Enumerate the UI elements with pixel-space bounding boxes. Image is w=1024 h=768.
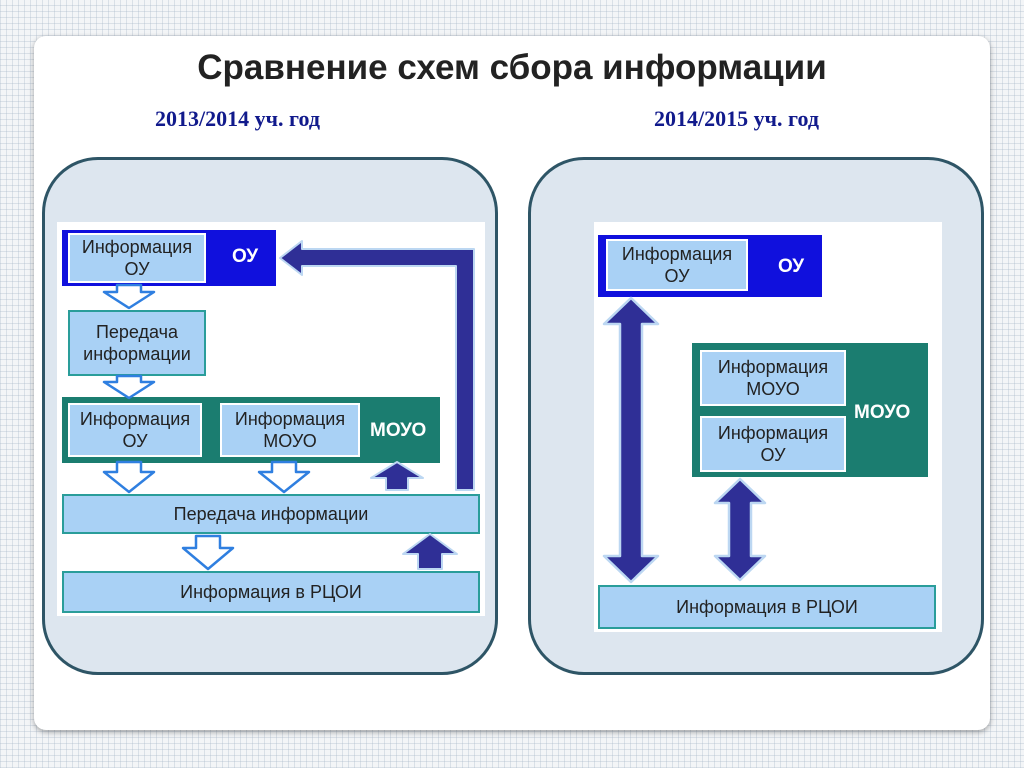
slide-title: Сравнение схем сбора информации (197, 48, 827, 87)
left-transfer-small-box: Передача информации (68, 310, 206, 376)
left-arrow-down-3 (102, 460, 156, 494)
right-year-label: 2014/2015 уч. год (654, 106, 819, 131)
left-transfer-wide-box: Передача информации (62, 494, 480, 534)
left-mouo-info-box: Информация МОУО (220, 403, 360, 457)
left-arrow-down-2 (102, 374, 156, 400)
left-arrow-down-5 (181, 534, 235, 571)
left-arrow-up-2 (402, 533, 458, 570)
left-mouo-ou-info-box: Информация ОУ (68, 403, 202, 457)
right-double-arrow-short (713, 477, 767, 582)
left-mouo-label: МОУО (370, 420, 427, 441)
left-feedback-arrow (279, 240, 475, 491)
right-ou-info-box: Информация ОУ (606, 239, 748, 291)
left-year-label: 2013/2014 уч. год (155, 106, 320, 131)
left-ou-info-box: Информация ОУ (68, 233, 206, 283)
right-rcoi-box: Информация в РЦОИ (598, 585, 936, 629)
left-arrow-down-1 (102, 283, 156, 310)
right-mouo-label: МОУО (854, 402, 911, 423)
right-double-arrow-long (602, 296, 660, 584)
right-mouo-ou-info-box: Информация ОУ (700, 416, 846, 472)
left-rcoi-box: Информация в РЦОИ (62, 571, 480, 613)
right-ou-label: ОУ (778, 256, 805, 277)
right-mouo-info-box: Информация МОУО (700, 350, 846, 406)
left-arrow-up-1 (370, 461, 424, 491)
left-arrow-down-4 (257, 460, 311, 494)
left-ou-label: ОУ (232, 246, 259, 267)
